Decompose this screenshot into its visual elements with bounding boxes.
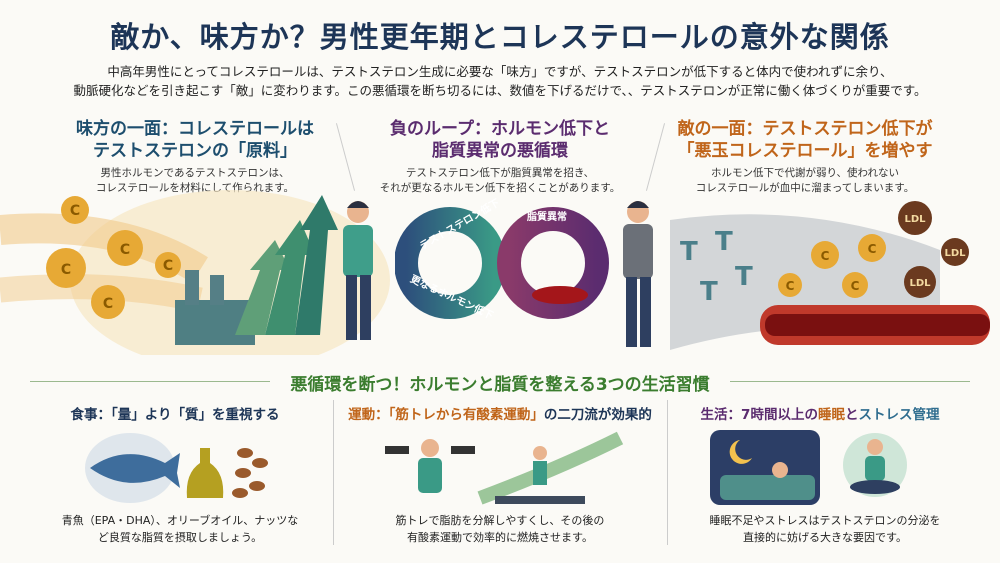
svg-text:C: C	[868, 242, 877, 256]
panel-loop: 負のループ：ホルモン低下と脂質異常の悪循環 テストステロン低下が脂質異常を招き、…	[360, 118, 640, 196]
habit-desc-lifestyle: 睡眠不足やストレスはテストステロンの分泌を直接的に妨げる大きな要因です。	[709, 514, 941, 544]
svg-text:T: T	[680, 237, 698, 267]
sleep-meditation-illustration	[710, 430, 907, 505]
section-heading: 悪循環を断つ！ホルモンと脂質を整える3つの生活習慣	[290, 375, 710, 395]
panel-ally: 味方の一面：コレステロールはテストステロンの「原料」 男性ホルモンであるテストス…	[60, 118, 330, 196]
panel-desc: それが更なるホルモン低下を招くことがあります。	[379, 182, 621, 194]
factory-illustration	[0, 190, 390, 355]
page-title: 敵か、味方か？男性更年期とコレステロールの意外な関係	[110, 20, 890, 54]
divider	[333, 400, 334, 545]
svg-text:C: C	[163, 258, 173, 274]
infinity-loop-diagram: テストステロン低下 脂質異常 更なるホルモン低下	[395, 198, 609, 322]
person-right	[623, 201, 653, 347]
panel-enemy: 敵の一面：テストステロン低下が「悪玉コレステロール」を増やす ホルモン低下で代謝…	[660, 118, 950, 196]
panel-desc: 男性ホルモンであるテストステロンは、	[100, 167, 290, 179]
loop-label-dyslipidemia: 脂質異常	[526, 210, 567, 223]
svg-text:LDL: LDL	[909, 278, 931, 289]
panel-heading: 敵の一面：テストステロン低下が	[677, 119, 933, 139]
svg-text:C: C	[61, 262, 71, 278]
habit-desc-diet: 青魚（EPA・DHA）、オリーブオイル、ナッツなど良質な脂質を摂取しましょう。	[61, 514, 299, 544]
svg-text:C: C	[851, 279, 860, 293]
svg-text:C: C	[120, 242, 130, 258]
svg-text:T: T	[715, 227, 733, 257]
coin-icons: C C C C C	[46, 196, 181, 319]
svg-text:T: T	[735, 262, 753, 292]
habit-heading-lifestyle: 生活：7時間以上の睡眠とストレス管理	[700, 407, 940, 423]
divider	[30, 381, 270, 382]
panel-heading: 脂質異常の悪循環	[432, 141, 568, 161]
svg-text:C: C	[103, 296, 113, 312]
divider	[730, 381, 970, 382]
panel-desc: コレステロールが血中に溜まってしまいます。	[695, 182, 915, 194]
healthy-food-illustration	[85, 433, 268, 503]
panel-heading: 「悪玉コレステロール」を増やす	[677, 141, 933, 161]
svg-text:T: T	[700, 277, 718, 307]
intro-line: 動脈硬化などを引き起こす「敵」に変わります。この悪循環を断ち切るには、数値を下げ…	[73, 83, 927, 98]
intro-text: 中高年男性にとってコレステロールは、テストステロン生成に必要な「味方」ですが、テ…	[20, 62, 980, 100]
svg-text:LDL: LDL	[944, 248, 966, 259]
svg-text:C: C	[786, 279, 795, 293]
exercise-illustration	[385, 431, 624, 505]
panel-desc: テストステロン低下が脂質異常を招き、	[405, 167, 595, 179]
panel-heading: 味方の一面：コレステロールは	[76, 119, 314, 139]
svg-text:C: C	[70, 203, 80, 219]
panel-heading: 負のループ：ホルモン低下と	[390, 119, 610, 139]
intro-line: 中高年男性にとってコレステロールは、テストステロン生成に必要な「味方」ですが、テ…	[107, 64, 893, 79]
svg-text:C: C	[821, 249, 830, 263]
divider	[667, 400, 668, 545]
person-left	[343, 201, 373, 340]
svg-text:LDL: LDL	[904, 214, 926, 225]
habit-heading-exercise: 運動：「筋トレから有酸素運動」の二刀流が効果的	[348, 407, 652, 423]
panel-desc: ホルモン低下で代謝が弱り、使われない	[710, 167, 900, 179]
habit-desc-exercise: 筋トレで脂肪を分解しやすくし、その後の有酸素運動で効率的に燃焼させます。	[395, 514, 605, 544]
habit-heading-diet: 食事：「量」より「質」を重視する	[70, 407, 280, 423]
panel-heading: テストステロンの「原料」	[93, 141, 297, 161]
